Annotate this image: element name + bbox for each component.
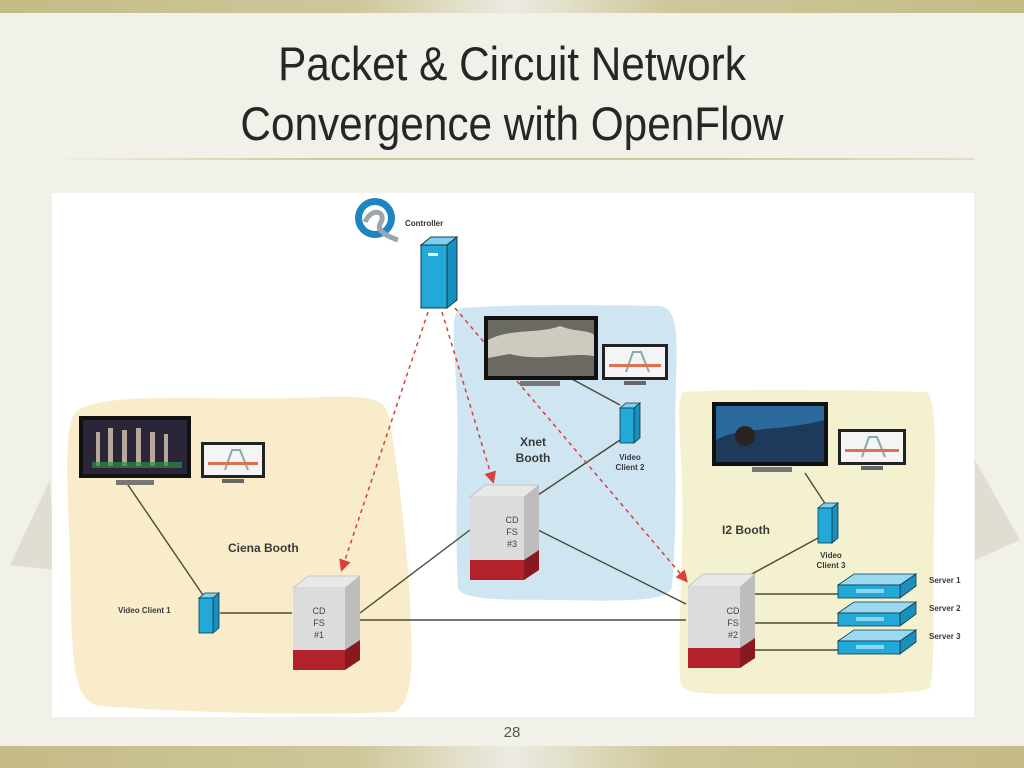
xnet-booth-label-line1: Xnet	[520, 435, 546, 449]
fs3-label-line2: FS	[506, 527, 518, 537]
xnet-display-small	[602, 344, 668, 385]
fs2-label-line3: #2	[728, 630, 738, 640]
background-shard-right	[975, 460, 1020, 560]
slide-title-line-1: Packet & Circuit Network	[278, 37, 746, 90]
video-client-2-label-line1: Video	[619, 453, 641, 462]
top-decorative-band	[0, 0, 1024, 13]
bottom-decorative-band	[0, 746, 1024, 768]
fs2-label-line2: FS	[727, 618, 739, 628]
video-client-2-icon	[618, 402, 642, 444]
server-1-label: Server 1	[929, 576, 961, 585]
video-client-1-icon	[197, 592, 221, 634]
fs3-label-line1: CD	[506, 515, 519, 525]
server-2-icon	[836, 601, 918, 627]
server-3-label: Server 3	[929, 632, 961, 641]
video-client-3-label-line1: Video	[820, 551, 842, 560]
server-2-label: Server 2	[929, 604, 961, 613]
title-divider	[50, 158, 974, 160]
fs3-label-line3: #3	[507, 539, 517, 549]
fs1-label-line1: CD	[313, 606, 326, 616]
link-monitor3-vc3	[804, 472, 827, 506]
link-fs3-fs2	[537, 529, 687, 605]
video-client-2-label-line2: Client 2	[616, 463, 645, 472]
background-shard-left	[10, 480, 55, 570]
video-client-3-icon	[816, 502, 840, 544]
link-fs1-fs3	[359, 529, 471, 614]
fs1-label-line3: #1	[314, 630, 324, 640]
video-client-1-label: Video Client 1	[118, 606, 171, 615]
controller-server-icon	[419, 235, 459, 310]
slide-title-line-2: Convergence with OpenFlow	[240, 97, 784, 150]
controller-label: Controller	[405, 219, 443, 228]
switch-fs2-icon	[686, 573, 757, 668]
network-diagram: Controller	[52, 193, 974, 717]
link-fs2-vc3	[749, 537, 819, 576]
openflow-logo-icon	[355, 198, 399, 243]
data-links	[125, 377, 838, 651]
link-fs3-vc2	[537, 439, 621, 496]
xnet-display-large	[484, 316, 598, 386]
server-1-icon	[836, 573, 918, 599]
i2-display-large	[712, 402, 828, 472]
server-3-icon	[836, 629, 918, 655]
fs2-label-line1: CD	[727, 606, 740, 616]
i2-display-small	[838, 429, 906, 470]
fs1-label-line2: FS	[313, 618, 325, 628]
link-monitor2-vc2	[569, 377, 621, 406]
ciena-display-large	[79, 416, 191, 485]
switch-fs3-icon	[468, 484, 541, 580]
xnet-booth-label-line2: Booth	[516, 451, 551, 465]
i2-booth-label: I2 Booth	[722, 523, 770, 537]
switch-fs1-icon	[291, 575, 362, 670]
ciena-booth-label: Ciena Booth	[228, 541, 299, 555]
page-number: 28	[503, 724, 521, 741]
control-link-fs3	[441, 311, 497, 484]
video-client-3-label-line2: Client 3	[817, 561, 846, 570]
network-diagram-svg: Controller	[67, 198, 961, 714]
slide-title: Packet & Circuit Network Convergence wit…	[51, 34, 973, 154]
ciena-display-small	[201, 442, 265, 483]
link-monitor1-vc1	[125, 481, 206, 599]
